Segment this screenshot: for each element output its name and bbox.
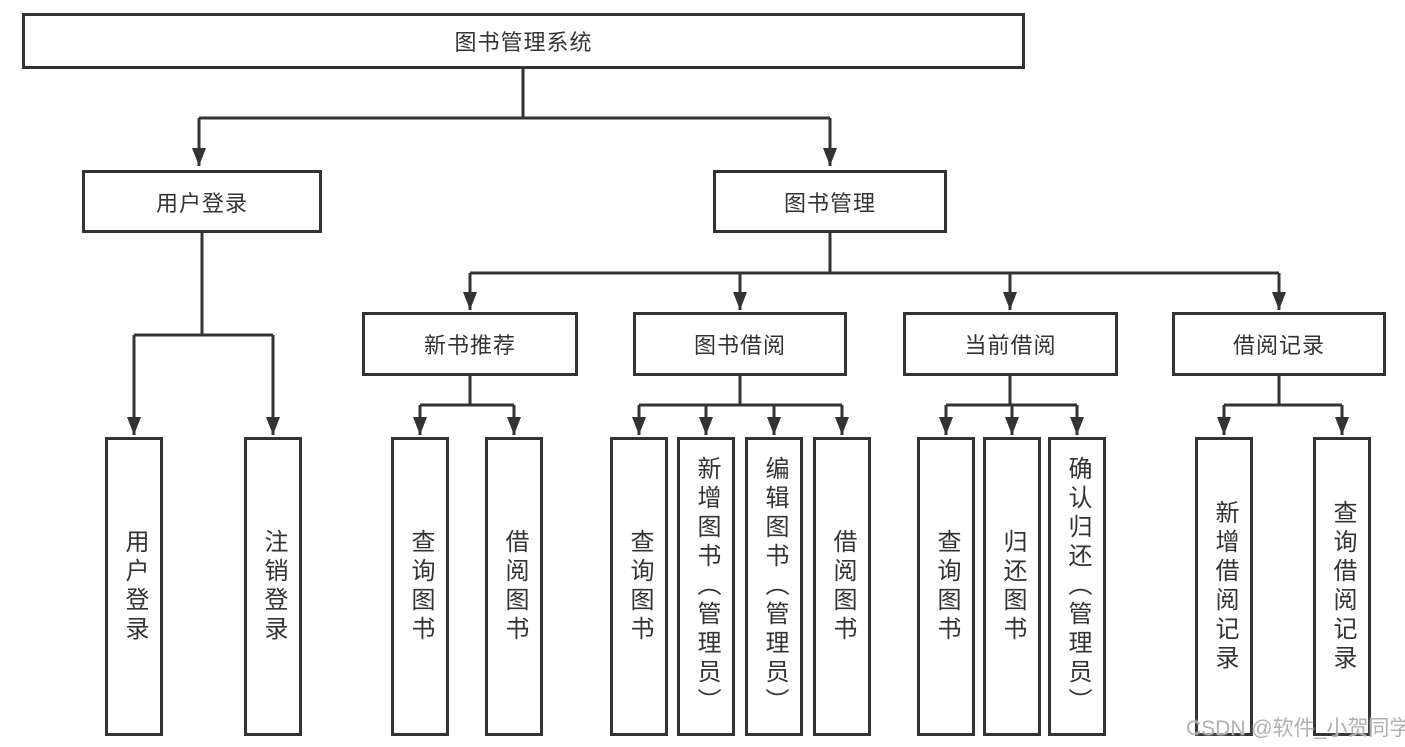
leaf-add-books-admin: 新增图书（管理员） (677, 437, 735, 736)
leaf-query-books-current: 查询图书 (917, 437, 975, 736)
node-library-management-system: 图书管理系统 (22, 13, 1025, 69)
leaf-logout: 注销登录 (244, 437, 302, 736)
csdn-watermark: CSDN @软件_小贺同学 (1186, 717, 1405, 740)
leaf-edit-books-admin: 编辑图书（管理员） (745, 437, 803, 736)
node-borrowing-records: 借阅记录 (1172, 312, 1386, 376)
leaf-user-login: 用户登录 (105, 437, 163, 736)
leaf-return-books: 归还图书 (983, 437, 1041, 736)
leaf-query-borrow-record: 查询借阅记录 (1313, 437, 1371, 736)
leaf-add-borrow-record: 新增借阅记录 (1195, 437, 1253, 736)
node-new-book-recommend: 新书推荐 (362, 312, 578, 376)
node-book-borrowing: 图书借阅 (633, 312, 847, 376)
node-book-management: 图书管理 (713, 170, 947, 233)
node-user-login: 用户登录 (82, 170, 322, 233)
leaf-query-books-recommend: 查询图书 (391, 437, 449, 736)
leaf-confirm-return-admin: 确认归还（管理员） (1048, 437, 1106, 736)
node-current-borrowing: 当前借阅 (903, 312, 1118, 376)
leaf-borrow-books-recommend: 借阅图书 (485, 437, 543, 736)
leaf-borrow-books: 借阅图书 (813, 437, 871, 736)
leaf-query-books-borrowing: 查询图书 (610, 437, 668, 736)
